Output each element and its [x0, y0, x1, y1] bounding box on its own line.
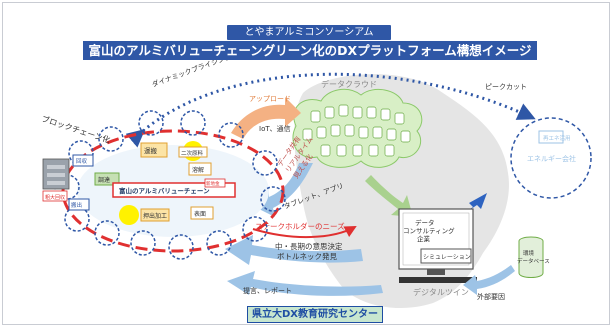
stakeholder-needs-arrow [252, 226, 357, 239]
energy-company-label: エネルギー会社 [527, 154, 576, 163]
cloud-to-consulting-arrow [365, 175, 413, 217]
consulting-line1: データ [415, 218, 435, 227]
env-db-icon [518, 236, 544, 278]
decision-label: 中・長期の意思決定 [275, 241, 343, 251]
iot-label: IoT、通信 [259, 124, 291, 133]
external-arrow [463, 265, 515, 295]
decision-arrow [225, 235, 363, 265]
blockchain-nodes [54, 110, 286, 260]
renewable-label: 再エネ活用 [543, 134, 571, 142]
node-transport: 運搬 [144, 146, 158, 155]
subtitle-banner: とやまアルミコンソーシアム [227, 25, 391, 40]
peak-cut-label: ピークカット [485, 83, 527, 91]
blockchain-label: ブロックチェーン化 [40, 113, 111, 145]
external-label: 外部要因 [477, 292, 505, 301]
consulting-line2: コンサルティング [403, 226, 455, 235]
node-procure: 調達 [98, 176, 110, 184]
energy-company-circle [510, 117, 592, 199]
node-secondary: 二次原料 [181, 149, 204, 157]
proposal-label: 提言、レポート [243, 286, 292, 295]
bottleneck-label: ボトルネック発見 [277, 252, 337, 261]
node-extrude: 押出加工 [143, 212, 167, 220]
tag-collect: 回収 [76, 158, 88, 165]
platform-diagram: データクラウド ダイナミックプライシング ピークカット アップロード IoT、通… [40, 52, 592, 308]
consulting-line3: 企業 [417, 234, 431, 243]
env-db-line2: データベース [517, 257, 550, 265]
node-melt: 溶解 [192, 166, 204, 174]
upload-arrow [231, 97, 301, 139]
yellow-node-2 [119, 205, 139, 225]
digital-twin-label: デジタルツイン [413, 287, 469, 297]
consulting-pc-icon [398, 208, 477, 283]
value-chain-center: 富山のアルミバリューチェーン [119, 186, 210, 195]
tag-new-metal: 新地金 [206, 180, 220, 187]
slide-frame: データクラウド ダイナミックプライシング ピークカット アップロード IoT、通… [2, 2, 610, 325]
data-cloud-label: データクラウド [321, 79, 377, 89]
env-db-line1: 環境 [523, 249, 535, 257]
simulation-label: シミュレーション [423, 254, 471, 261]
node-ship: 搬出 [71, 201, 82, 209]
proposal-arrow [227, 271, 383, 296]
upload-label: アップロード [249, 95, 291, 103]
node-surface: 表面 [194, 210, 206, 218]
stakeholder-needs-label: ステークホルダーのニーズ [255, 221, 345, 231]
footer-label: 県立大DX教育研究センター [247, 306, 383, 323]
page-title: 富山のアルミバリューチェーングリーン化のDXプラットフォーム構想イメージ [83, 41, 537, 60]
tag-bulk: 粗大回収 [45, 194, 65, 201]
